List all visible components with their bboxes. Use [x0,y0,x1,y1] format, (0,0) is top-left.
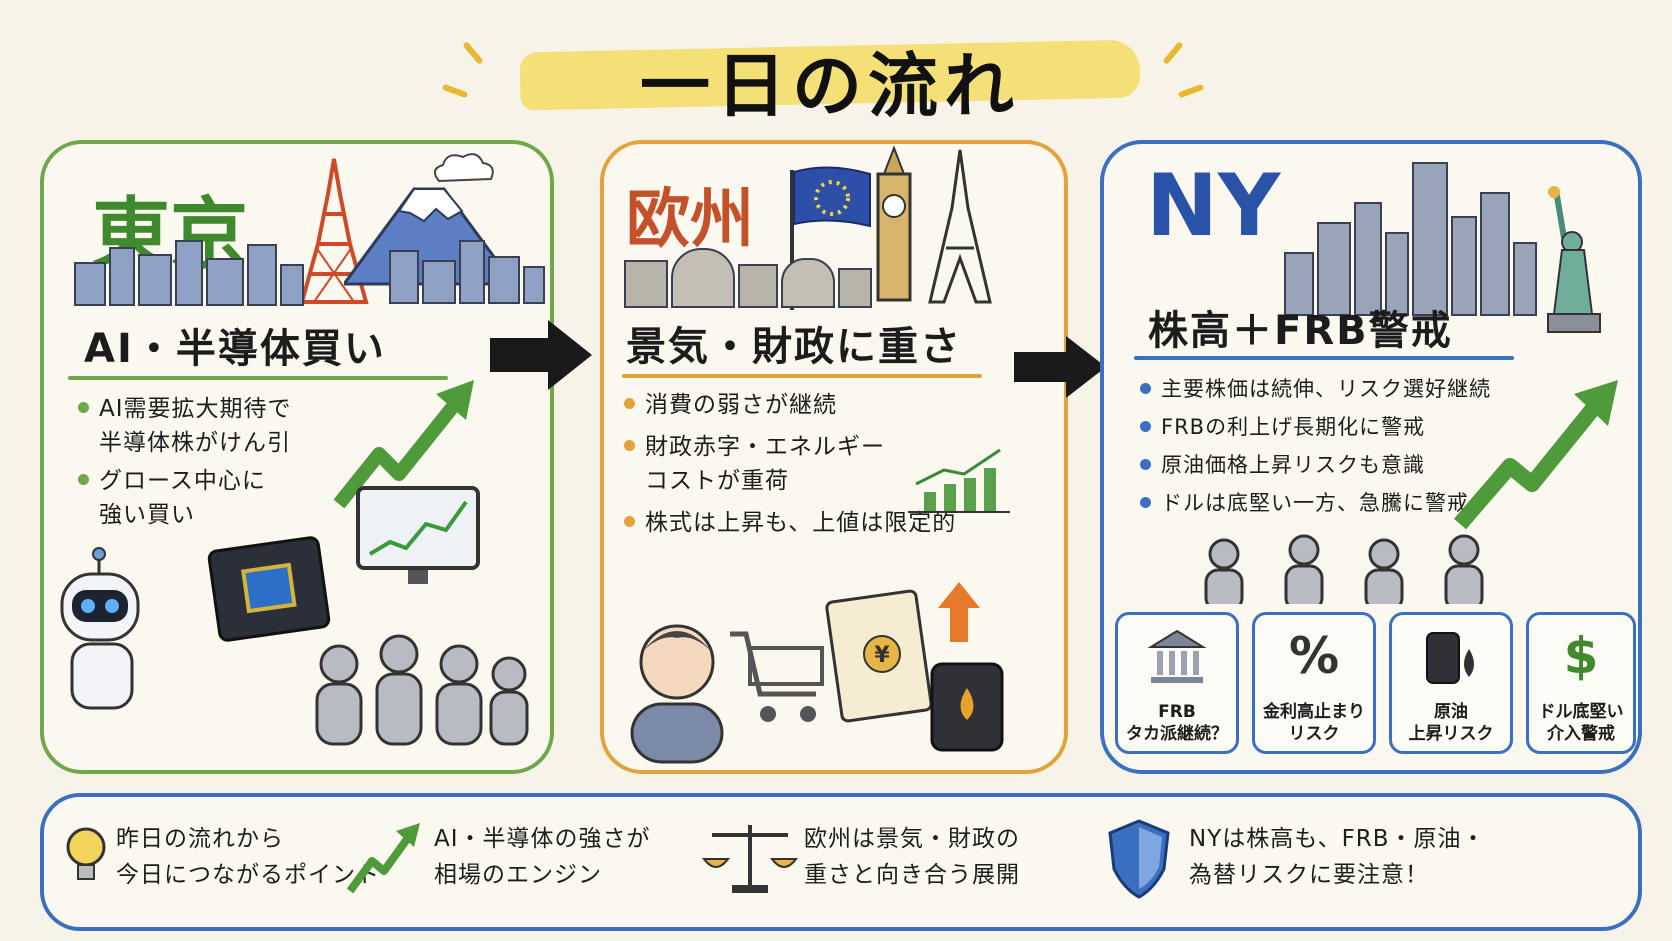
worried-person-icon [630,624,724,764]
ny-bullet: FRBの利上げ長期化に警戒 [1140,410,1425,444]
shopping-cart-icon [730,631,824,722]
summary-item: NYは株高も、FRB・原油・為替リスクに要注意！ [1189,826,1486,888]
ny-card-rates: % 金利高止まりリスク [1252,612,1376,754]
tokyo-headline-underline [68,376,448,380]
robot-icon [60,547,140,710]
ny-bullet: 主要株価は続伸、リスク選好継続 [1140,372,1491,406]
title-ray [1162,41,1184,65]
bank-icon [1147,629,1207,683]
tokyo-bullet: グロース中心に [78,464,266,498]
tokyo-bullet: AI需要拡大期待で [78,392,292,426]
lightbulb-icon [66,827,106,880]
title-ray [1177,83,1205,99]
europe-headline: 景気・財政に重さ [626,324,962,370]
invoice-icon: ¥ [825,589,933,723]
europe-bullet: 財政赤字・エネルギー [624,430,885,464]
bullet-dot [624,398,635,409]
oil-barrel-icon [1426,632,1474,684]
shield-icon [1108,819,1170,899]
card-label: 原油上昇リスク [1408,702,1494,744]
crowd-icon [315,634,529,746]
bullet-dot [1140,496,1151,508]
card-label: 金利高止まりリスク [1263,702,1365,744]
bullet-dot [624,440,635,451]
bullet-dot [78,474,89,485]
europe-region-title: 欧州 [626,183,754,257]
tokyo-bullet-cont: 半導体株がけん引 [99,430,291,456]
summary-item: 昨日の流れから今日につながるポイント [116,826,380,888]
up-arrow-icon [938,582,980,642]
crowd-icon [1204,534,1484,604]
title-ray [441,83,469,99]
title-banner: 一日の流れ [519,28,1141,127]
page-title: 一日の流れ [640,45,1020,127]
eiffel-tower-icon [928,149,992,304]
ny-bullet: ドルは底堅い一方、急騰に警戒 [1140,486,1469,520]
europe-headline-underline [622,374,982,378]
tokyo-bullet-cont: 強い買い [99,502,195,528]
bullet-dot [1140,382,1151,394]
europe-bullet: 株式は上昇も、上値は限定的 [624,506,956,540]
bullet-dot [78,402,89,413]
ny-headline: 株高＋FRB警戒 [1148,308,1453,354]
europe-skyline [624,248,872,308]
summary-item: 欧州は景気・財政の重さと向き合う展開 [804,826,1020,888]
summary-item: AI・半導体の強さが相場のエンジン [434,826,651,888]
bullet-dot [1140,420,1151,432]
card-label: ドル底堅い介入警戒 [1538,702,1624,744]
ny-skyline [1284,162,1537,316]
bullet-dot [624,516,635,527]
europe-panel: 欧州 景気・財政に重さ 消費の弱さが継続 財政赤字・エネルギー コストが重荷 株… [600,140,1068,774]
europe-bullet-cont: コストが重荷 [645,468,789,494]
tokyo-headline: AI・半導体買い [84,326,386,372]
bullet-dot [1140,458,1151,470]
chip-icon [207,536,331,642]
rising-arrow-icon [1454,380,1618,530]
tokyo-skyline [74,240,304,306]
cloud-icon [433,153,494,183]
yen-symbol: ¥ [874,643,890,668]
flow-arrow-icon [1014,336,1106,398]
ny-headline-underline [1134,356,1514,360]
ny-bullet: 原油価格上昇リスクも意識 [1140,448,1425,482]
chart-monitor-icon [356,486,480,584]
percent-icon: % [1288,627,1340,685]
tokyo-tower-icon [299,158,369,304]
europe-bullet: 消費の弱さが継続 [624,388,837,422]
flow-arrow-icon [490,320,592,390]
ny-card-dollar: $ ドル底堅い介入警戒 [1526,612,1636,754]
balance-scale-icon [701,825,799,893]
ny-region-title: NY [1146,156,1281,256]
rising-arrow-icon [334,380,474,509]
oil-drum-icon [930,662,1004,752]
eu-flag-icon [790,166,871,310]
title-ray [462,41,484,65]
tokyo-panel: 東京 AI・半導体買い AI需要拡大期待で 半導体株がけん引 グロース中心に 強… [40,140,554,774]
dollar-icon: $ [1563,627,1599,685]
tokyo-skyline-right [389,240,545,304]
summary-bar: 昨日の流れから今日につながるポイント AI・半導体の強さが相場のエンジン 欧州は… [40,793,1642,931]
ny-card-oil: 原油上昇リスク [1389,612,1513,754]
small-bar-chart-icon [908,448,1010,513]
big-ben-icon [876,145,912,302]
statue-of-liberty-icon [1547,186,1601,333]
rising-arrow-icon [346,823,420,894]
